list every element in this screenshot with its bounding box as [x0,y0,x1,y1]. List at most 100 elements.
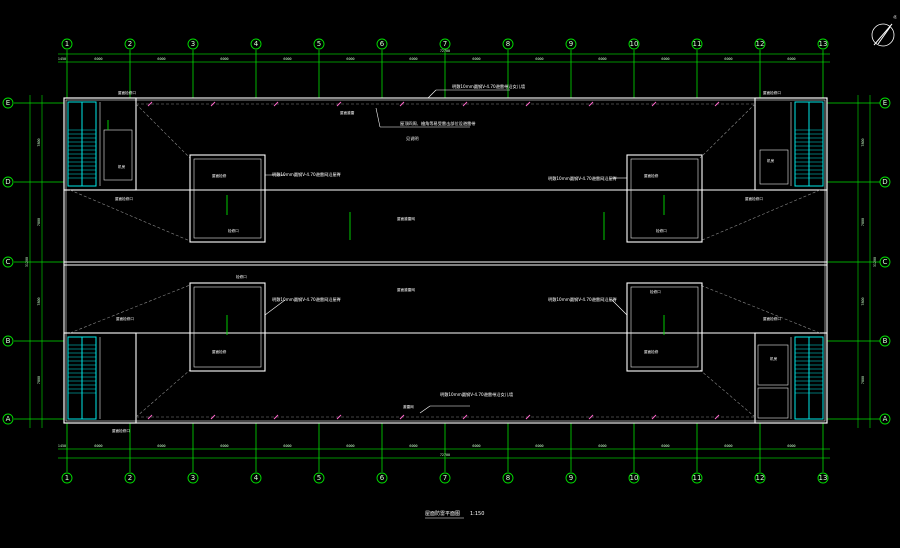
dim-bottom-total: 72700 [440,453,450,457]
room-label-br: 机房 [770,356,778,361]
axis-bubble-3-bottom [187,472,199,484]
axis-label-B-left: B [6,337,11,345]
dim-bottom-0: 1450 [58,444,66,448]
dim-top-9: 6000 [598,57,606,61]
dim-bottom-2: 6000 [157,444,165,448]
support-marker-top [336,101,342,107]
tag-stair-bl: 屋面检修口 [116,316,134,321]
box-inner-tl: 屋面检修 [212,173,227,178]
axis-bubble-11-bottom [691,472,703,484]
tag-box-tl: 检修口 [228,228,239,233]
axis-bubble-D-right [879,176,891,188]
note-box-tr: 明敷10mm圆钢V-4.70避雷网沿屋脊 [548,175,618,182]
dim-right-total: 31200 [873,257,877,267]
axis-label-4-top: 4 [254,40,259,48]
axis-label-6-bottom: 6 [380,474,385,482]
dim-bottom-6: 6000 [409,444,417,448]
axis-bubble-A-right [879,413,891,425]
dim-top-7: 6000 [472,57,480,61]
support-marker-bottom [588,414,594,420]
dim-top-1: 6000 [94,57,102,61]
axis-bubble-2-top [124,38,136,50]
dim-bottom-4: 6000 [283,444,291,448]
axis-bubble-B-right [879,335,891,347]
stair-tower-top-right [754,97,828,191]
dim-top-0: 1450 [58,57,66,61]
dim-top-8: 6000 [535,57,543,61]
axis-label-A-left: A [6,415,11,423]
axis-bubble-11-top [691,38,703,50]
support-marker-bottom [273,414,279,420]
support-marker-bottom [336,414,342,420]
stair-label-tl: 机房 [118,164,126,169]
axis-bubble-4-bottom [250,472,262,484]
axis-bubble-5-top [313,38,325,50]
support-marker-top [651,101,657,107]
axis-bubble-D-left [2,176,14,188]
axis-bubble-2-bottom [124,472,136,484]
axis-bubble-10-bottom [628,472,640,484]
dim-top-4: 6000 [283,57,291,61]
axis-bubble-10-top [628,38,640,50]
dim-top-11: 6000 [724,57,732,61]
axis-bubble-13-top [817,38,829,50]
axis-bubble-5-bottom [313,472,325,484]
tag-box-bl: 检修口 [236,274,247,279]
axis-bubble-3-top [187,38,199,50]
dim-bottom-1: 6000 [94,444,102,448]
support-marker-top [147,101,153,107]
axis-label-12-top: 12 [756,40,765,48]
down-conductors [107,120,665,335]
tag-stair-tl: 屋面检修口 [118,90,136,95]
dim-bottom-3: 6000 [220,444,228,448]
support-marker-bottom [147,414,153,420]
support-marker-top [714,101,720,107]
axis-label-B-right: B [883,337,888,345]
dim-right-1: 7800 [861,218,865,226]
dim-bottom-9: 6000 [598,444,606,448]
axis-bubble-C-right [879,256,891,268]
axis-label-A-right: A [883,415,888,423]
tag-box-tr: 检修口 [656,228,667,233]
support-marker-bottom [462,414,468,420]
axis-label-C-left: C [6,258,11,266]
dim-left-total: 31200 [25,257,29,267]
axis-label-7-bottom: 7 [443,474,447,482]
dim-top-10: 6000 [661,57,669,61]
support-marker-bottom [651,414,657,420]
axis-bubble-13-bottom [817,472,829,484]
equipment-box-br [626,282,703,372]
dim-left-2: 7800 [37,297,41,305]
axis-label-5-bottom: 5 [317,474,321,482]
support-marker-top [210,101,216,107]
axis-bubble-8-bottom [502,472,514,484]
equipment-box-tl [189,154,266,243]
dim-bottom-11: 6000 [724,444,732,448]
equipment-box-bl [189,282,266,372]
leader-lines [264,89,628,414]
axis-label-E-right: E [883,99,887,107]
support-marker-top [273,101,279,107]
dim-left-3: 7800 [37,376,41,384]
support-marker-top [399,101,405,107]
axis-bubble-12-top [754,38,766,50]
tag-bottom: 避雷网 [403,404,414,409]
room-label-tr: 机房 [767,158,775,163]
stair-tower-top-left [63,97,137,191]
axis-label-10-bottom: 10 [630,474,639,482]
note-top-sub-2: 见说明 [406,135,419,142]
axis-bubble-A-left [2,413,14,425]
dim-top-total: 72700 [440,49,450,53]
axis-bubble-1-bottom [61,472,73,484]
dim-bottom-12: 6000 [787,444,795,448]
tag-stair-tl-2: 屋面检修口 [115,196,133,201]
support-marker-bottom [210,414,216,420]
axis-label-7-top: 7 [443,40,447,48]
support-marker-top [525,101,531,107]
axis-bubble-E-left [2,97,14,109]
parapet-inner [65,99,826,422]
note-top-main: 明敷10mm圆钢V-4.70避雷带沿女儿墙 [452,83,525,90]
note-box-bl: 明敷10mm圆钢V-4.70避雷网沿屋脊 [272,296,342,303]
center-label-bottom: 屋面避雷网 [397,287,415,292]
